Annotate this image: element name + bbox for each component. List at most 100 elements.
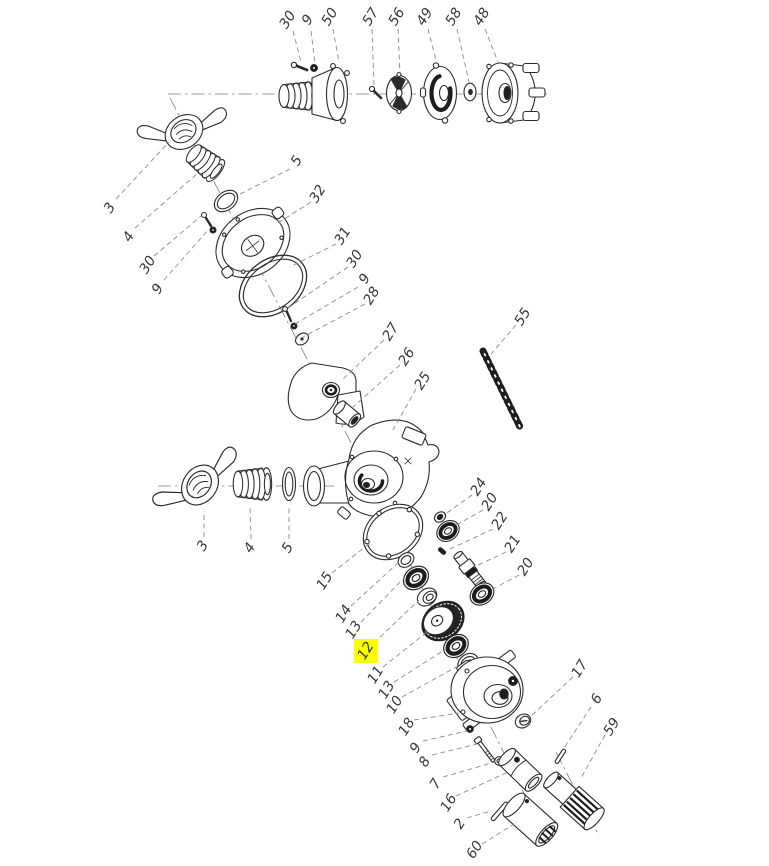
part-number-text: 3 (194, 538, 212, 554)
part-number-text: 26 (395, 345, 418, 369)
leader-line-3 (115, 141, 170, 200)
part-number-text: 8 (416, 754, 434, 770)
leader-line-14 (350, 561, 400, 607)
part-label-27: 27 (379, 320, 402, 344)
part-washer-58 (463, 82, 477, 102)
leader-line-9 (294, 286, 359, 325)
part-pin-2 (490, 801, 509, 822)
leader-line-20 (488, 574, 520, 592)
part-coupling-16 (498, 747, 543, 792)
leader-line-55 (490, 324, 517, 355)
part-spline-shaft-59 (543, 771, 605, 831)
leader-line-9 (310, 30, 316, 64)
part-number-text: 48 (470, 5, 493, 29)
part-number-text: 9 (149, 281, 167, 297)
part-label-12-highlighted: 12 (354, 639, 378, 663)
part-number-text: 5 (288, 153, 306, 169)
part-screw-30-b (282, 306, 293, 323)
part-number-text: 2 (451, 816, 469, 832)
leader-line-10 (401, 665, 459, 698)
part-label-5: 5 (279, 540, 297, 556)
leader-line-7 (442, 761, 496, 778)
part-oring-5-side (281, 466, 297, 502)
part-number-text: 9 (356, 271, 374, 287)
part-label-17: 17 (568, 657, 591, 681)
leader-line-9 (422, 730, 468, 742)
part-bushing-26 (332, 400, 362, 428)
part-number-text: 27 (379, 320, 402, 344)
part-number-text: 50 (318, 5, 341, 29)
part-nut-24 (433, 511, 447, 523)
part-label-57: 57 (359, 5, 382, 29)
part-label-55: 55 (511, 305, 534, 329)
part-nut-9-housing (466, 725, 474, 733)
search-highlight-box (354, 639, 378, 663)
leader-line-30 (292, 30, 302, 63)
leader-line-27 (341, 339, 385, 381)
part-number-text: 56 (385, 5, 408, 29)
part-key-22 (437, 547, 447, 555)
leader-line-9 (163, 228, 210, 281)
part-number-text: 60 (463, 838, 486, 862)
part-number-text: 5 (279, 540, 297, 556)
leader-line-13 (393, 648, 447, 683)
part-number-text: 4 (241, 540, 259, 556)
part-label-50: 50 (318, 5, 341, 29)
part-label-4: 4 (120, 229, 138, 245)
leader-lines-layer (115, 28, 606, 845)
part-label-56: 56 (385, 5, 408, 29)
leader-line-30 (287, 266, 349, 309)
leader-line-49 (427, 28, 438, 65)
leader-line-17 (529, 676, 574, 718)
part-label-8: 8 (416, 754, 434, 770)
part-bearing-20-lower (466, 578, 498, 609)
part-screw-30-a (200, 211, 213, 228)
part-number-text: 6 (588, 691, 606, 707)
part-label-49: 49 (413, 5, 436, 29)
part-nut-9-top (310, 64, 318, 72)
leader-line-13 (360, 576, 406, 623)
part-label-30: 30 (136, 253, 159, 277)
part-number-text: 7 (427, 776, 445, 792)
part-cover-plate-32 (215, 206, 291, 279)
part-motor-housing-48 (481, 62, 546, 124)
part-number-text: 18 (395, 715, 418, 739)
leader-line-58 (456, 28, 470, 83)
part-number-text: 57 (359, 5, 382, 29)
part-impeller-56 (385, 71, 413, 115)
part-label-25: 25 (411, 369, 434, 393)
part-number-text: 9 (299, 12, 317, 28)
part-label-9: 9 (356, 271, 374, 287)
part-label-58: 58 (442, 5, 465, 29)
leader-line-18 (413, 712, 460, 721)
part-number-text: 4 (120, 229, 138, 245)
part-label-9: 9 (407, 740, 425, 756)
part-spacer-12 (416, 587, 438, 607)
part-number-text: 59 (600, 715, 623, 739)
part-nut-9-a (209, 226, 217, 234)
part-pin-6 (554, 748, 567, 764)
part-number-text: 55 (511, 305, 534, 329)
leader-line-4 (134, 172, 199, 229)
leader-line-32 (277, 201, 312, 224)
leader-line-60 (481, 823, 515, 845)
part-label-5: 5 (288, 153, 306, 169)
part-label-9: 9 (149, 281, 167, 297)
part-oring-5-a (213, 189, 239, 213)
part-number-text: 58 (442, 5, 465, 29)
leader-line-6 (563, 706, 592, 749)
leader-line-57 (371, 28, 375, 87)
part-label-18: 18 (395, 715, 418, 739)
part-number-text: 25 (411, 369, 434, 393)
part-nut-9-b (290, 322, 298, 330)
part-washer-28 (295, 332, 309, 346)
leader-line-31 (289, 243, 337, 268)
leader-line-12 (373, 599, 420, 644)
leader-line-20 (452, 509, 484, 528)
part-hose-barb-4-side (232, 467, 273, 501)
part-number-text: 17 (568, 657, 591, 681)
part-screw-57 (368, 85, 383, 100)
leader-line-8 (431, 743, 478, 756)
